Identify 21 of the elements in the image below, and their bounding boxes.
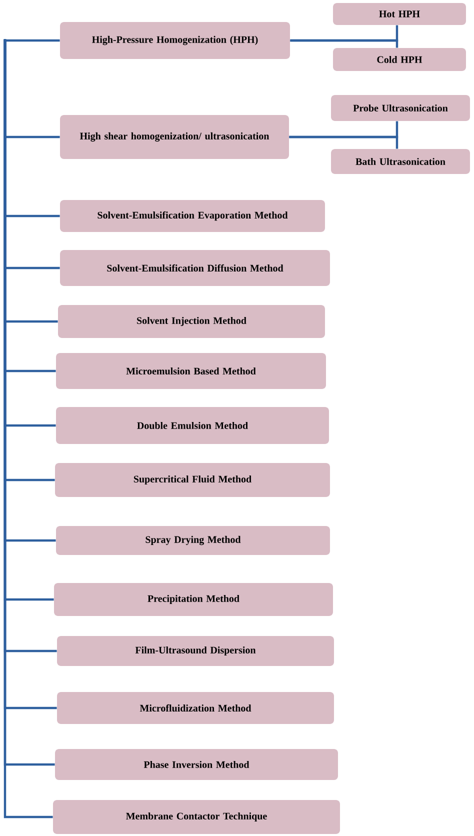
method-box: Solvent-Emulsification Evaporation Method <box>60 200 325 232</box>
method-box: Precipitation Method <box>54 583 333 616</box>
method-box: High-Pressure Homogenization (HPH) <box>60 22 290 59</box>
connector-line <box>290 39 398 48</box>
method-box: Double Emulsion Method <box>56 407 329 444</box>
method-box: Spray Drying Method <box>56 526 330 555</box>
method-box: Membrane Contactor Technique <box>53 800 340 834</box>
connector-line <box>4 39 60 42</box>
method-box: Solvent-Emulsification Diffusion Method <box>60 250 330 286</box>
method-box: Cold HPH <box>333 48 466 71</box>
method-box: Microfluidization Method <box>57 692 334 724</box>
method-box: Microemulsion Based Method <box>56 353 326 389</box>
method-box: Probe Ultrasonication <box>331 95 470 121</box>
connector-line <box>289 136 398 149</box>
method-box: Solvent Injection Method <box>58 305 325 338</box>
method-box: Bath Ultrasonication <box>331 149 470 174</box>
method-box: Supercritical Fluid Method <box>55 463 330 497</box>
method-box: Hot HPH <box>333 3 466 25</box>
method-box: High shear homogenization/ ultrasonication <box>60 115 289 159</box>
method-box: Film-Ultrasound Dispersion <box>57 636 334 666</box>
method-box: Phase Inversion Method <box>55 749 338 780</box>
